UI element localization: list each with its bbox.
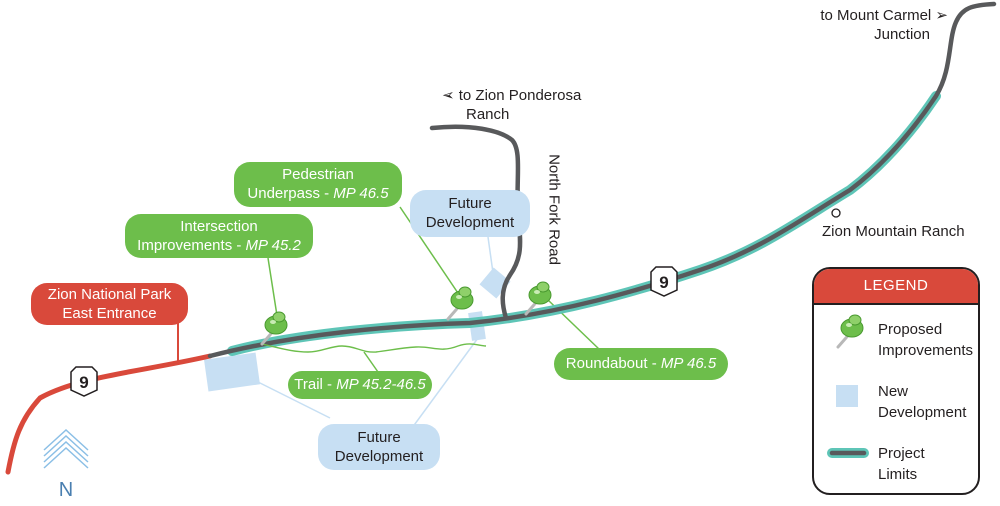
arrow-right-icon: ➢: [935, 7, 948, 24]
new-development-area: [204, 352, 260, 392]
svg-text:N: N: [59, 479, 73, 501]
leader-line: [487, 236, 495, 281]
future-development-callout: Future Development: [318, 424, 440, 470]
intersection-improvements-callout: Intersection Improvements - MP 45.2: [125, 214, 313, 258]
north-arrow-icon: N: [43, 428, 89, 501]
place-marker-icon: [831, 208, 841, 218]
leader-line: [257, 381, 331, 419]
leader-line: [267, 257, 279, 323]
mount-carmel-label: to Mount Carmel ➢ Junction: [820, 7, 948, 43]
leader-line: [363, 351, 379, 373]
svg-text:9: 9: [79, 373, 88, 392]
leader-line: [411, 337, 479, 429]
arrow-left-icon: ➢: [442, 87, 455, 104]
legend-title: LEGEND: [814, 269, 978, 305]
mountain-ranch-label: Zion Mountain Ranch: [822, 223, 965, 240]
roundabout-callout: Roundabout - MP 46.5: [554, 348, 728, 380]
route-9-road: [207, 1, 997, 359]
legend-icons: [827, 313, 869, 458]
park-road: [5, 353, 213, 475]
pedestrian-underpass-callout: Pedestrian Underpass - MP 46.5: [234, 162, 402, 207]
east-entrance-callout: Zion National Park East Entrance: [31, 283, 188, 325]
blue-square-icon: [836, 385, 858, 407]
ponderosa-label: ➢ to Zion Ponderosa Ranch: [442, 87, 582, 123]
svg-text:9: 9: [659, 273, 668, 292]
trail-callout: Trail - MP 45.2-46.5: [288, 371, 432, 399]
trail-path: [261, 343, 487, 353]
route-shield-icon: 9: [70, 366, 98, 397]
north-fork-road-label: North Fork Road: [545, 154, 563, 265]
future-development-callout: Future Development: [410, 190, 530, 237]
pushpin-icon: [836, 313, 865, 349]
route-shield-icon: 9: [650, 266, 678, 297]
